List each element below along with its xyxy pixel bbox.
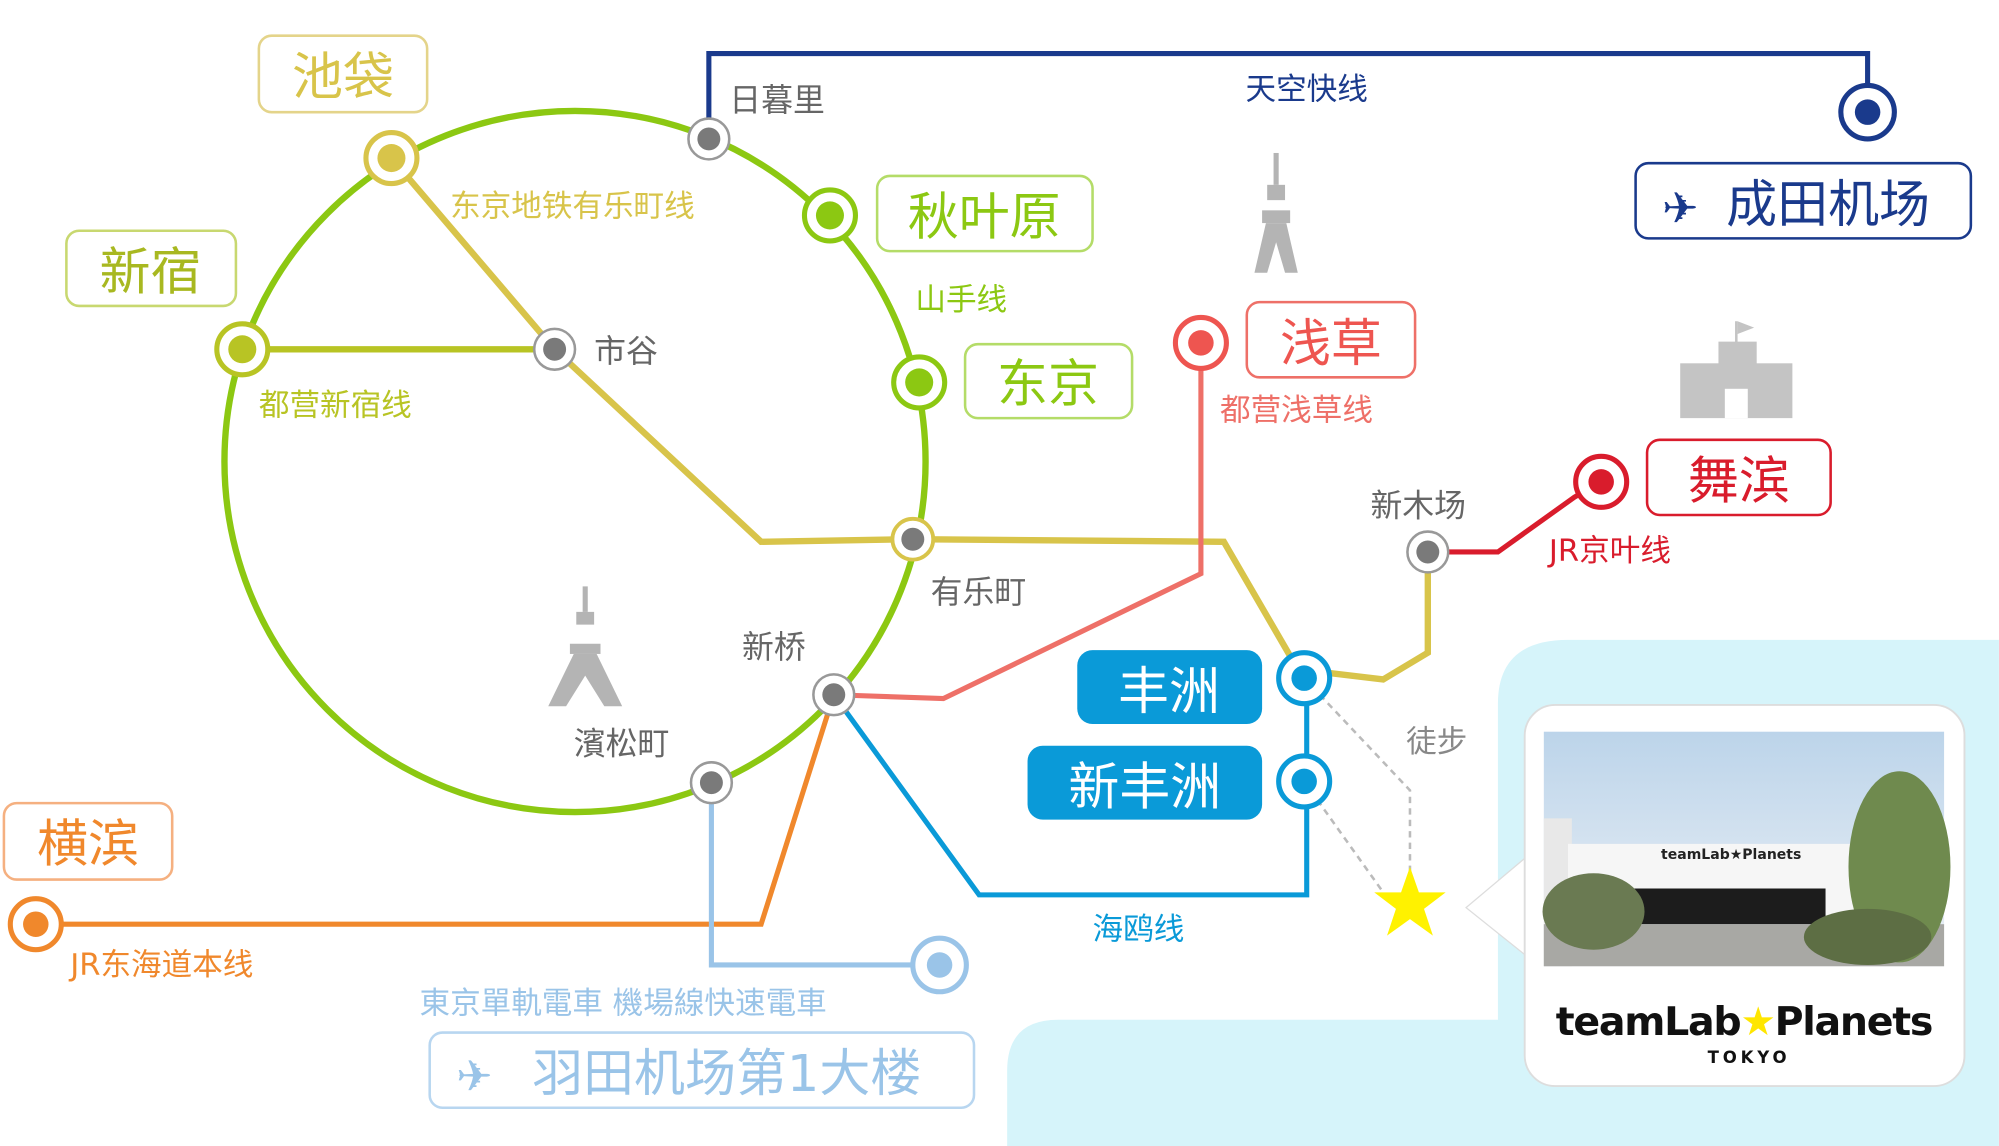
line-name: 天空快线 <box>1246 72 1368 107</box>
station-name: 濱松町 <box>574 725 670 763</box>
station-name: 成田机场 <box>1726 176 1930 235</box>
label-yokohama: 横滨 <box>2 801 174 881</box>
line-name: 海鸥线 <box>1093 912 1185 947</box>
station-name: 舞滨 <box>1688 452 1790 511</box>
station-hamamatsucho[interactable] <box>689 761 734 805</box>
station-toyosu[interactable] <box>1276 650 1333 707</box>
airplane-icon: ✈ <box>456 1052 492 1102</box>
label-asakusa: 浅草 <box>1245 300 1417 379</box>
destination-star-icon[interactable] <box>1374 866 1446 936</box>
label-akihabara: 秋叶原 <box>875 174 1094 253</box>
station-name: 东京 <box>997 356 1099 415</box>
label-shinjuku: 新宿 <box>65 229 238 308</box>
station-haneda[interactable] <box>910 935 969 995</box>
station-nippori[interactable] <box>687 117 731 161</box>
station-name: 新丰洲 <box>1068 758 1221 817</box>
station-ichigaya[interactable] <box>532 327 577 371</box>
station-name: 浅草 <box>1280 315 1382 374</box>
station-name: 日暮里 <box>729 81 825 119</box>
destination-name: teamLab★Planets <box>1556 999 1932 1045</box>
station-name: 新桥 <box>742 628 806 666</box>
label-shin-toyosu: 新丰洲 <box>1027 745 1263 820</box>
label-haneda: ✈ 羽田机场第1大楼 <box>428 1031 976 1110</box>
station-akihabara[interactable] <box>801 187 859 244</box>
station-tokyo[interactable] <box>891 354 948 411</box>
line-name: JR东海道本线 <box>68 948 253 983</box>
station-ikebukuro[interactable] <box>363 130 420 187</box>
label-narita: ✈ 成田机场 <box>1634 161 1973 240</box>
station-name: 池袋 <box>292 48 394 107</box>
label-maihama: 舞滨 <box>1645 438 1832 517</box>
station-markers <box>7 82 1897 995</box>
station-maihama[interactable] <box>1573 453 1630 510</box>
yamanote-line <box>221 107 929 816</box>
station-shinkiba[interactable] <box>1406 530 1450 574</box>
station-yokohama[interactable] <box>7 896 64 953</box>
yurakucho-line <box>389 156 1432 683</box>
label-tokyo: 东京 <box>963 342 1134 420</box>
destination-card[interactable]: teamLab★Planets teamLab★Planets TOKYO <box>1465 703 1966 1088</box>
station-name: 羽田机场第1大楼 <box>532 1045 921 1104</box>
castle-icon <box>1680 321 1793 419</box>
line-name: 山手线 <box>915 283 1007 318</box>
label-ikebukuro: 池袋 <box>257 34 429 114</box>
line-name: 東京單軌電車 機場線快速電車 <box>419 986 826 1021</box>
station-asakusa[interactable] <box>1172 314 1229 371</box>
station-yurakucho[interactable] <box>890 516 936 562</box>
label-toyosu: 丰洲 <box>1077 650 1263 725</box>
station-name: 有乐町 <box>931 573 1027 611</box>
building-sign: teamLab★Planets <box>1661 847 1801 863</box>
station-shin-toyosu[interactable] <box>1276 753 1333 810</box>
station-narita[interactable] <box>1838 82 1897 142</box>
station-name: 新木场 <box>1370 486 1466 524</box>
line-name: 都营浅草线 <box>1220 394 1373 429</box>
venue-photo: teamLab★Planets <box>1542 731 1951 967</box>
walk-path <box>1303 677 1412 880</box>
line-name: 都营新宿线 <box>259 389 412 424</box>
walk-label: 徒步 <box>1406 725 1467 760</box>
line-name: 东京地铁有乐町线 <box>450 190 695 225</box>
station-name: 市谷 <box>594 332 658 370</box>
tokyo-tower-icon <box>548 586 623 707</box>
station-name: 横滨 <box>37 816 139 875</box>
station-shimbashi[interactable] <box>812 673 856 717</box>
asakusa-line <box>833 342 1204 702</box>
monorail-line <box>708 782 940 968</box>
line-name: JR京叶线 <box>1547 534 1671 569</box>
station-name: 秋叶原 <box>908 189 1061 248</box>
station-name: 新宿 <box>100 243 202 302</box>
destination-subtitle: TOKYO <box>1708 1048 1791 1067</box>
tokaido-line <box>35 693 837 927</box>
station-name: 丰洲 <box>1118 663 1220 722</box>
airplane-icon: ✈ <box>1662 184 1698 234</box>
skytree-icon <box>1254 152 1298 273</box>
station-shinjuku[interactable] <box>214 321 271 378</box>
